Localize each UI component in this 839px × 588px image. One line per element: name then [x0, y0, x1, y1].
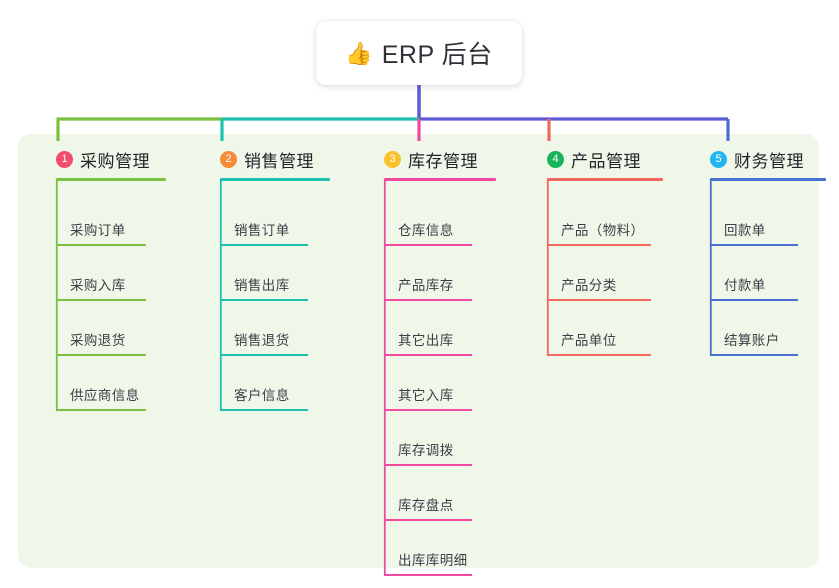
branch-item-label: 客户信息 [234, 388, 290, 403]
branch-number-badge: 1 [56, 150, 73, 168]
branch-item-underline [384, 519, 472, 521]
branch-item-underline [547, 299, 651, 301]
branch-header-4[interactable]: 4 产品管理 [527, 146, 641, 172]
branch-item-underline [384, 299, 472, 301]
branch-item[interactable]: 其它入库 [364, 367, 482, 411]
branch-item[interactable]: 采购订单 [36, 202, 156, 246]
branch-item-underline [384, 574, 472, 576]
branch-item-label: 产品（物料） [561, 223, 645, 238]
branch-item-underline [220, 354, 308, 356]
branch-item-underline [56, 244, 146, 246]
branch-item-underline [384, 354, 472, 356]
branch-title: 采购管理 [80, 151, 150, 171]
branch-item[interactable]: 销售退货 [200, 312, 318, 356]
branch-item-underline [220, 299, 308, 301]
branch-item-label: 供应商信息 [70, 388, 140, 403]
branch-item[interactable]: 仓库信息 [364, 202, 482, 246]
branch-item-underline [547, 244, 651, 246]
branch-header-3[interactable]: 3 库存管理 [364, 146, 478, 172]
branch-column-5: 5 财务管理回款单付款单结算账户 [690, 146, 826, 356]
branch-item[interactable]: 产品（物料） [527, 202, 661, 246]
branch-item-underline [710, 354, 798, 356]
branch-item-label: 回款单 [724, 223, 766, 238]
branch-item[interactable]: 供应商信息 [36, 367, 156, 411]
branch-item[interactable]: 出库库明细 [364, 532, 482, 576]
branch-item-underline [710, 244, 798, 246]
branch-column-4: 4 产品管理产品（物料） 产品分类产品单位 [527, 146, 663, 356]
branch-item-label: 产品库存 [398, 278, 454, 293]
branch-header-1[interactable]: 1 采购管理 [36, 146, 150, 172]
branch-title: 库存管理 [408, 151, 478, 171]
branch-item[interactable]: 回款单 [690, 202, 808, 246]
branch-number-badge: 2 [220, 150, 237, 168]
branch-item-label: 产品单位 [561, 333, 617, 348]
root-node-title: ERP 后台 [381, 41, 493, 69]
branch-item-label: 其它出库 [398, 333, 454, 348]
branch-item[interactable]: 采购入库 [36, 257, 156, 301]
branch-title: 财务管理 [734, 151, 804, 171]
branch-column-3: 3 库存管理仓库信息产品库存其它出库其它入库库存调拨库存盘点出库库明细 [364, 146, 496, 576]
branch-item-underline [220, 409, 308, 411]
branch-item[interactable]: 付款单 [690, 257, 808, 301]
branch-header-underline [384, 178, 496, 181]
root-node-content: 👍 ERP 后台 [345, 35, 492, 71]
branch-item-label: 采购入库 [70, 278, 126, 293]
branch-item-label: 销售退货 [234, 333, 290, 348]
branch-item-label: 产品分类 [561, 278, 617, 293]
branch-item-label: 结算账户 [724, 333, 780, 348]
branch-item-underline [384, 244, 472, 246]
branch-header-underline [547, 178, 663, 181]
branch-item-label: 库存盘点 [398, 498, 454, 513]
branch-header-underline [220, 178, 330, 181]
branch-item-underline [547, 354, 651, 356]
branch-item-underline [56, 299, 146, 301]
branch-number-badge: 3 [384, 150, 401, 168]
branch-number-badge: 4 [547, 150, 564, 168]
branch-item[interactable]: 产品分类 [527, 257, 661, 301]
branch-item-label: 付款单 [724, 278, 766, 293]
branch-number-badge: 5 [710, 150, 727, 168]
branch-item[interactable]: 采购退货 [36, 312, 156, 356]
branch-item-label: 其它入库 [398, 388, 454, 403]
branch-header-2[interactable]: 2 销售管理 [200, 146, 314, 172]
branch-column-2: 2 销售管理销售订单销售出库销售退货客户信息 [200, 146, 330, 411]
branch-item-label: 采购订单 [70, 223, 126, 238]
branch-item-label: 仓库信息 [398, 223, 454, 238]
branch-item-underline [56, 354, 146, 356]
branch-header-underline [56, 178, 166, 181]
branch-item-underline [710, 299, 798, 301]
branch-item-underline [384, 409, 472, 411]
branch-item[interactable]: 产品单位 [527, 312, 661, 356]
branch-item-label: 采购退货 [70, 333, 126, 348]
thumbs-up-icon: 👍 [345, 41, 373, 66]
branch-item[interactable]: 库存调拨 [364, 422, 482, 466]
branch-item-underline [220, 244, 308, 246]
branch-item[interactable]: 产品库存 [364, 257, 482, 301]
branch-item-label: 出库库明细 [398, 553, 468, 568]
branch-header-5[interactable]: 5 财务管理 [690, 146, 804, 172]
branch-title: 销售管理 [244, 151, 314, 171]
branch-item-label: 销售出库 [234, 278, 290, 293]
root-node[interactable]: 👍 ERP 后台 [316, 21, 522, 85]
branch-item[interactable]: 客户信息 [200, 367, 318, 411]
branch-title: 产品管理 [571, 151, 641, 171]
branch-item[interactable]: 库存盘点 [364, 477, 482, 521]
branch-item-underline [56, 409, 146, 411]
branch-item[interactable]: 结算账户 [690, 312, 808, 356]
branch-item[interactable]: 销售订单 [200, 202, 318, 246]
branch-item-label: 库存调拨 [398, 443, 454, 458]
branch-column-1: 1 采购管理采购订单采购入库采购退货供应商信息 [36, 146, 166, 411]
branch-item-underline [384, 464, 472, 466]
branch-item-label: 销售订单 [234, 223, 290, 238]
branch-item[interactable]: 其它出库 [364, 312, 482, 356]
branch-item[interactable]: 销售出库 [200, 257, 318, 301]
branch-header-underline [710, 178, 826, 181]
branches-panel [18, 134, 819, 568]
